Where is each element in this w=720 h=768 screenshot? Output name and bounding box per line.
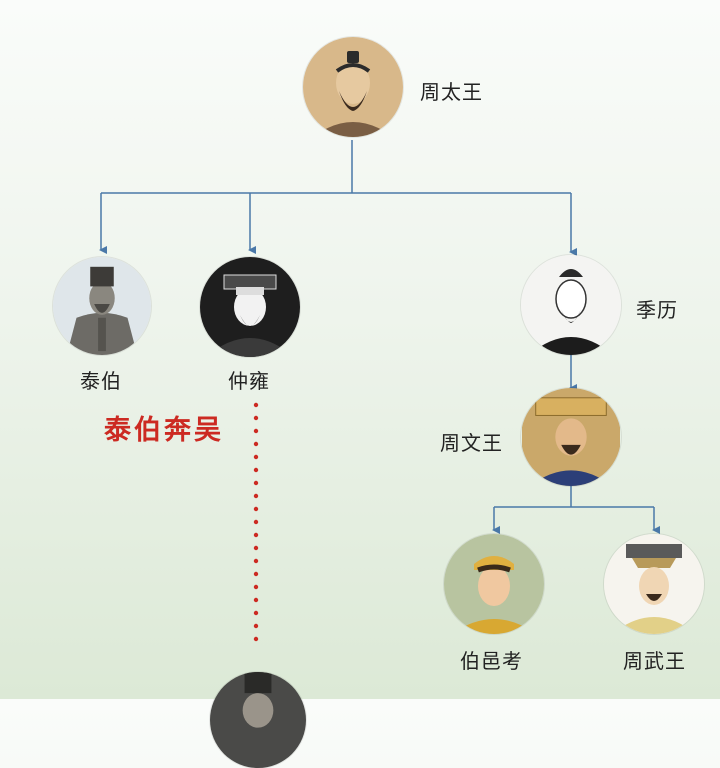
dotted-line-dot xyxy=(253,584,259,590)
portrait-zhou-wuwang xyxy=(604,534,704,634)
dotted-line-dot xyxy=(253,519,259,525)
portrait-zhou-taiwang xyxy=(303,37,403,137)
portrait-partial-bottom xyxy=(210,672,306,768)
dotted-line-dot xyxy=(253,428,259,434)
name-zhou-taiwang: 周太王 xyxy=(420,80,483,104)
event-label-taibo-ben-wu: 泰伯奔吴 xyxy=(104,415,224,446)
name-zhongyong: 仲雍 xyxy=(228,369,270,393)
name-jili: 季历 xyxy=(636,298,678,322)
name-zhou-wenwang: 周文王 xyxy=(440,431,503,455)
dotted-line-dot xyxy=(253,532,259,538)
dotted-line-dot xyxy=(253,597,259,603)
portrait-zhou-wenwang xyxy=(521,388,621,486)
name-zhou-wuwang: 周武王 xyxy=(623,649,686,673)
dotted-line-dot xyxy=(253,467,259,473)
dotted-line-dot xyxy=(253,415,259,421)
dotted-line-dot xyxy=(253,571,259,577)
portrait-boyikao xyxy=(444,534,544,634)
name-taibo: 泰伯 xyxy=(80,369,122,393)
connector-lines xyxy=(99,140,660,534)
dotted-line-dot xyxy=(253,480,259,486)
dotted-line-dot xyxy=(253,610,259,616)
dotted-line-dot xyxy=(253,506,259,512)
dotted-lineage-line xyxy=(253,402,259,642)
dotted-line-dot xyxy=(253,493,259,499)
portrait-taibo xyxy=(53,257,151,355)
portrait-zhongyong xyxy=(200,257,300,357)
portrait-jili xyxy=(521,255,621,355)
family-tree-connectors xyxy=(99,140,660,642)
dotted-line-dot xyxy=(253,623,259,629)
dotted-line-dot xyxy=(253,454,259,460)
dotted-line-dot xyxy=(253,636,259,642)
dotted-line-dot xyxy=(253,402,259,408)
dotted-line-dot xyxy=(253,441,259,447)
dotted-line-dot xyxy=(253,558,259,564)
name-boyikao: 伯邑考 xyxy=(460,649,523,673)
dotted-line-dot xyxy=(253,545,259,551)
